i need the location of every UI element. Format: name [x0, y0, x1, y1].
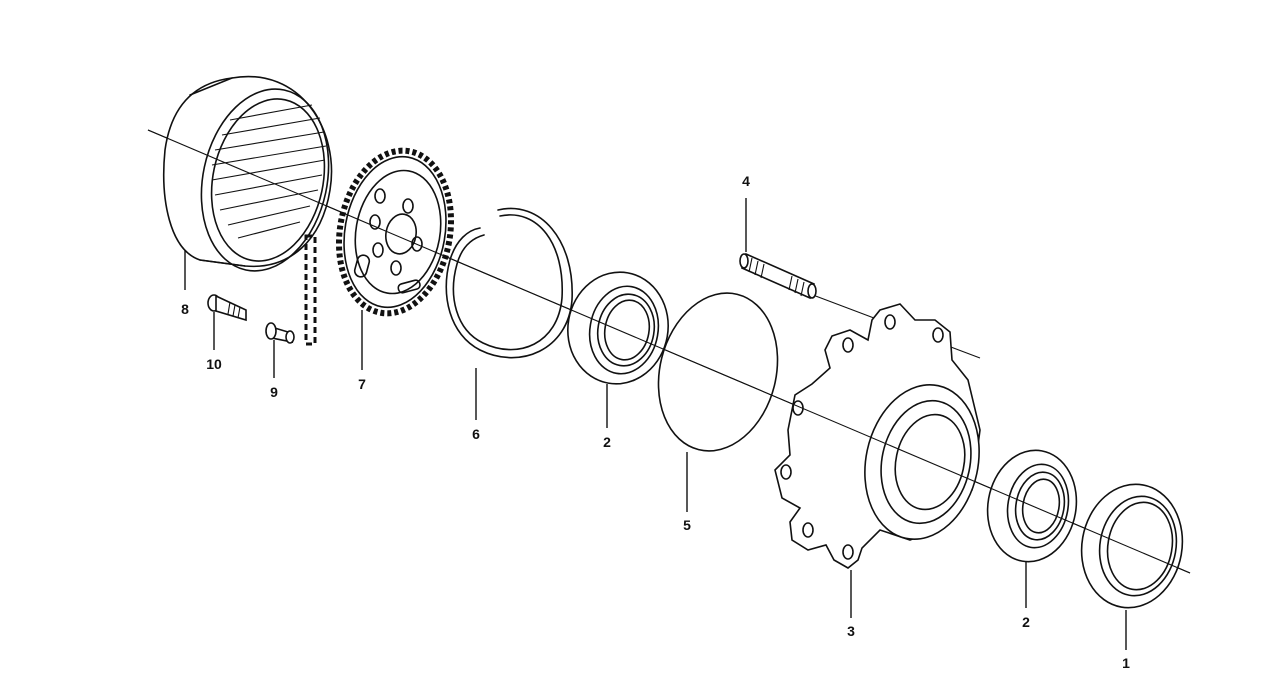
axis-overlay — [147, 129, 1191, 574]
ring-gear — [162, 75, 333, 272]
callout-5: 5 — [683, 517, 691, 533]
callout-2a: 2 — [603, 434, 611, 450]
bearing-left — [567, 271, 669, 385]
callout-3: 3 — [847, 623, 855, 639]
hub — [774, 303, 981, 569]
callout-labels: 8 10 9 7 6 2 5 4 3 2 1 — [181, 173, 1130, 671]
callout-4: 4 — [742, 173, 750, 189]
callout-2b: 2 — [1022, 614, 1030, 630]
callout-8: 8 — [181, 301, 189, 317]
sleeve — [265, 322, 295, 344]
callout-9: 9 — [270, 384, 278, 400]
gear — [335, 147, 455, 317]
callout-7: 7 — [358, 376, 366, 392]
bolt — [207, 294, 247, 322]
spacer-strip — [304, 234, 317, 346]
leader-lines — [184, 198, 1127, 650]
stud — [739, 252, 817, 300]
seal — [1080, 483, 1184, 609]
callout-6: 6 — [472, 426, 480, 442]
callout-1: 1 — [1122, 655, 1130, 671]
callout-10: 10 — [206, 356, 222, 372]
o-ring — [657, 292, 779, 452]
